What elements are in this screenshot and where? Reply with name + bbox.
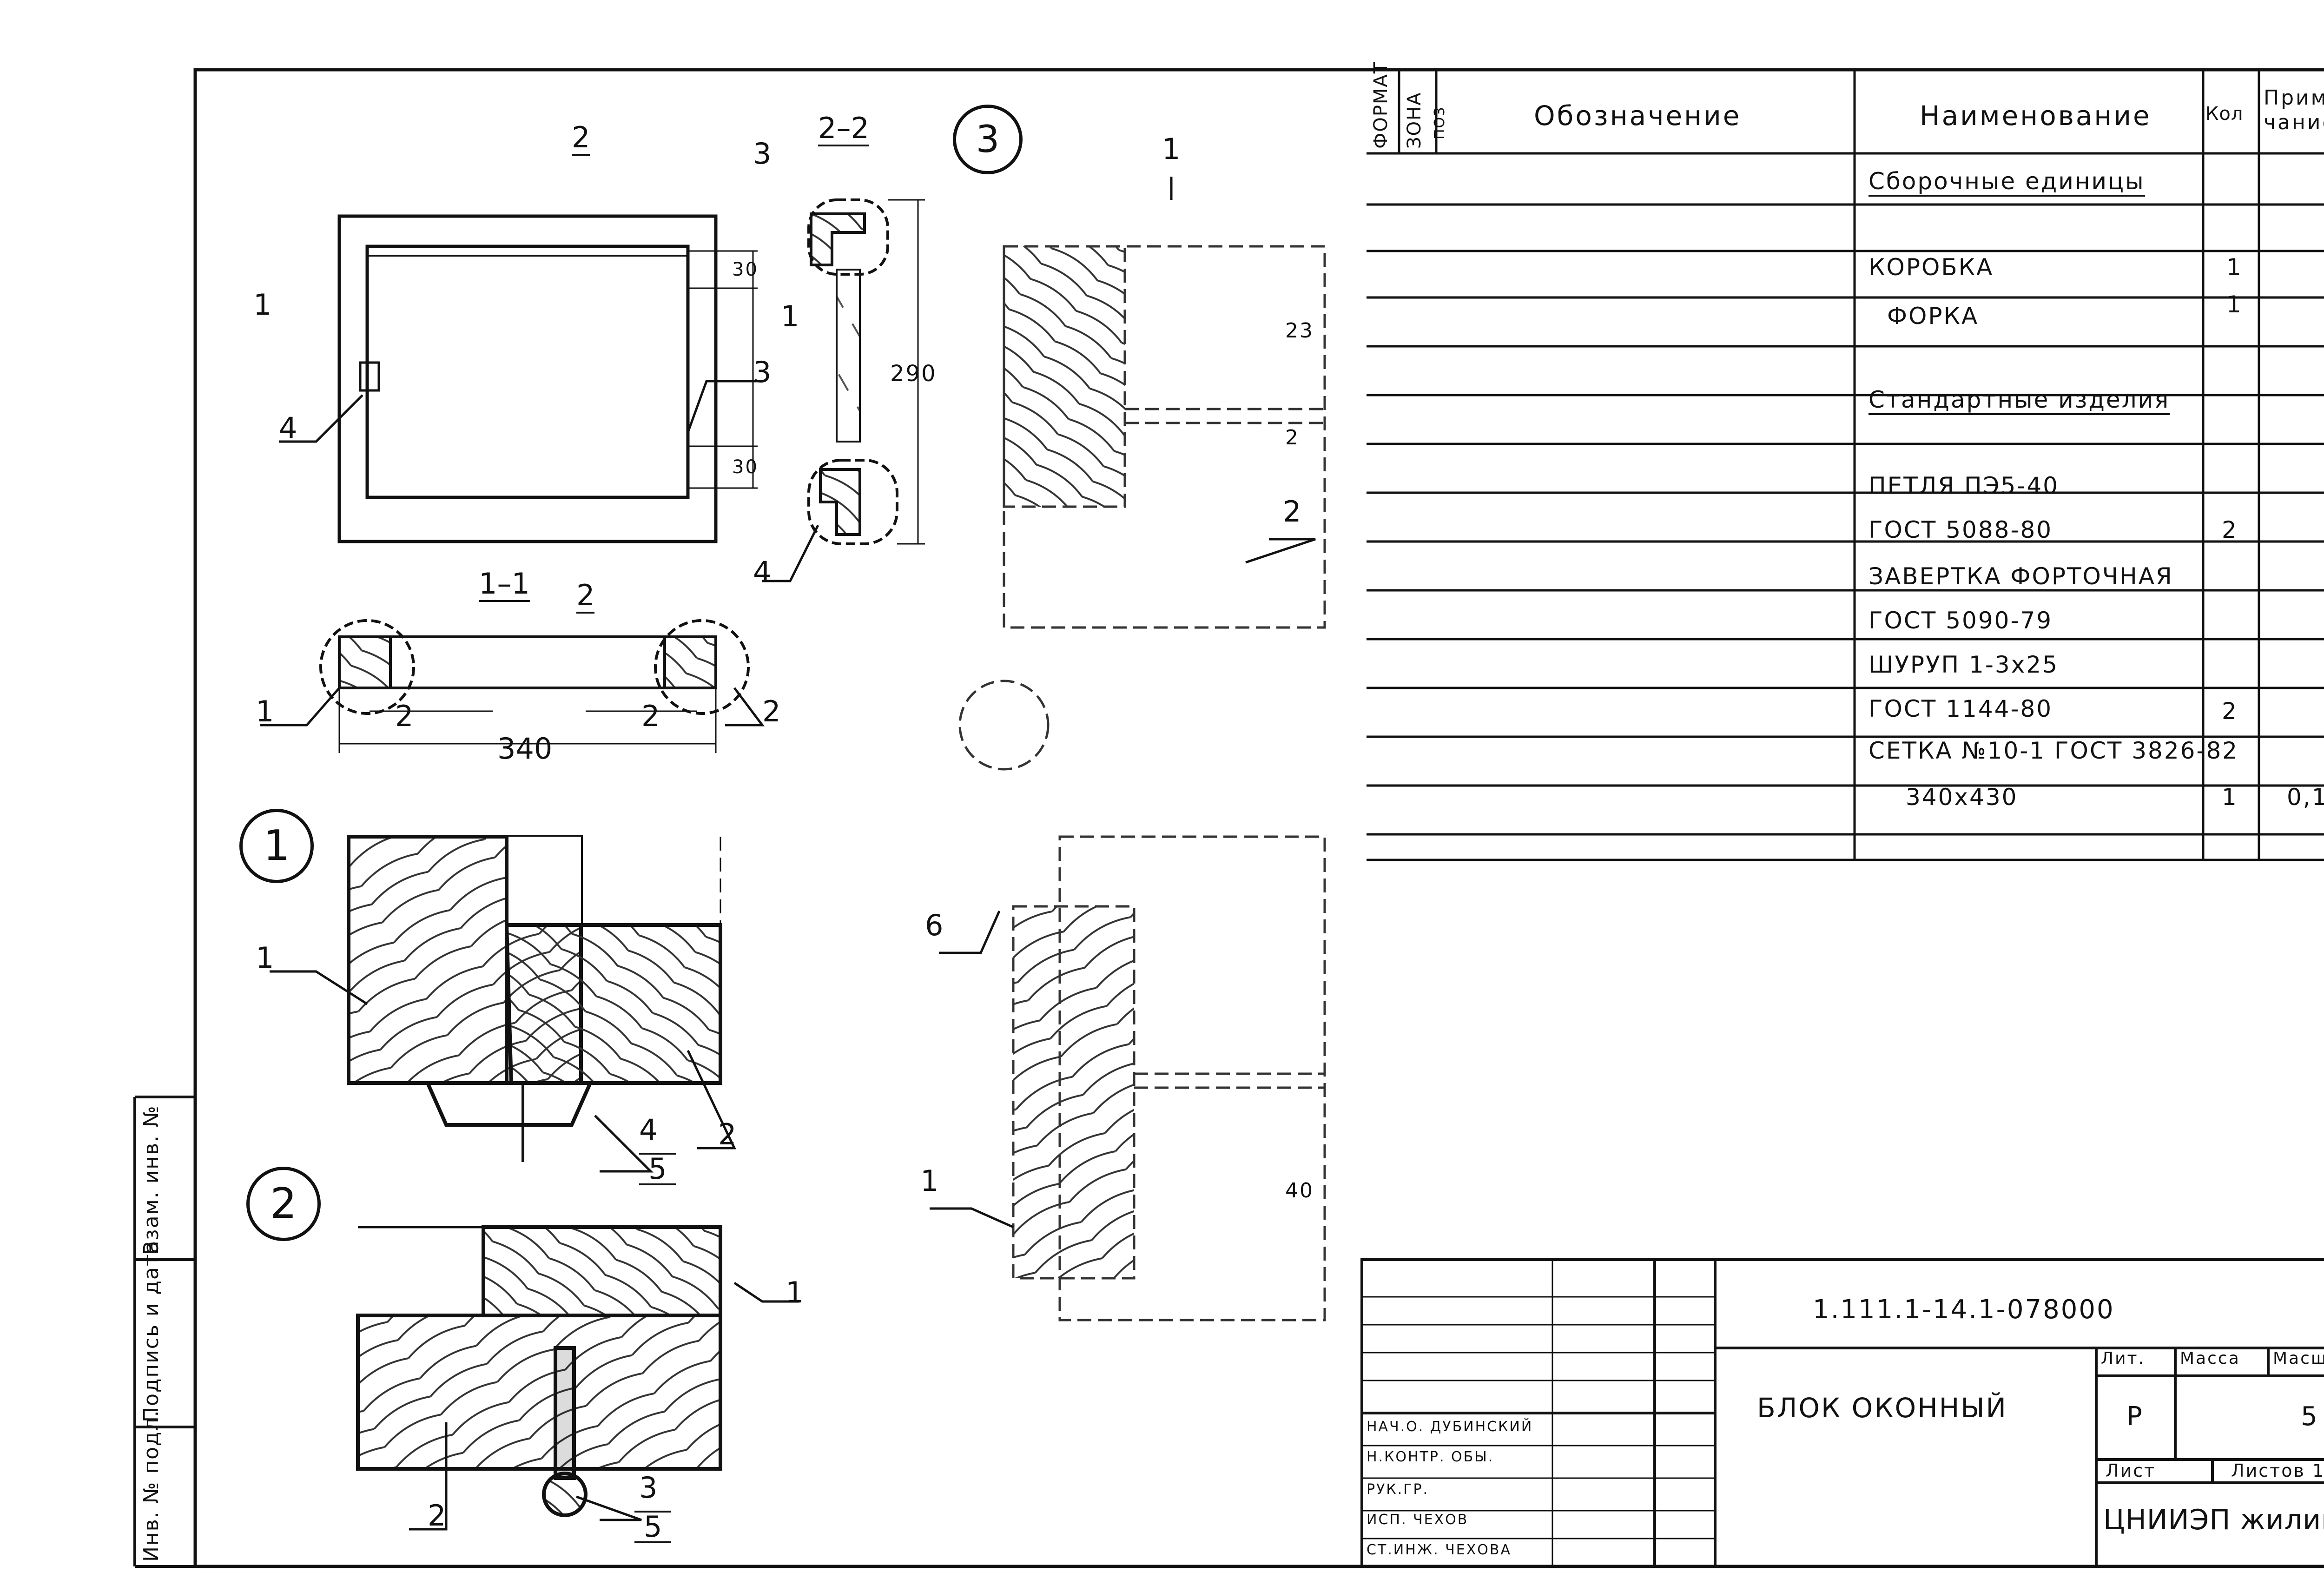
pos-3-detail2: 3 — [639, 1471, 658, 1505]
spec-header-designation: Обозначение — [1534, 100, 1742, 132]
pos-2-section11: 2 — [762, 694, 781, 728]
dim-340: 340 — [497, 732, 553, 766]
title-block-sheets-label: Листов 1 — [2231, 1460, 2324, 1481]
spec-row-qty: 1 — [2222, 784, 2238, 811]
spec-row-name: ГОСТ 5088-80 — [1868, 516, 2053, 543]
pos-3-elevation: 3 — [753, 355, 772, 389]
dim-290: 290 — [890, 361, 937, 387]
dim-2-left: 2 — [395, 699, 414, 733]
detail-1 — [347, 835, 722, 1162]
pos-2-detail1: 2 — [718, 1117, 737, 1151]
spec-header-zone: ЗОНА — [1404, 92, 1425, 149]
spec-row-name: ГОСТ 5090-79 — [1868, 607, 2053, 634]
section-2-2 — [807, 198, 925, 545]
pos-1-detail3-bottom: 1 — [920, 1164, 939, 1198]
spec-row-name: ШУРУП 1-3х25 — [1868, 651, 2059, 678]
spec-row-name: ПЕТЛЯ ПЭ5-40 — [1868, 472, 2059, 499]
pos-2-detail2: 2 — [428, 1499, 446, 1533]
dim-40: 40 — [1285, 1179, 1314, 1202]
pos-5-detail2: 5 — [634, 1511, 672, 1543]
title-block-mass-label: Масса — [2180, 1349, 2240, 1368]
pos-5-detail1: 5 — [639, 1153, 676, 1185]
margin-original-inv: Инв. № подл. — [139, 1409, 163, 1562]
detail-2 — [356, 1225, 722, 1517]
section-label-1-1: 1–1 — [479, 569, 530, 602]
pos-1-detail2: 1 — [786, 1275, 804, 1309]
spec-table-grid — [1367, 70, 2324, 861]
title-block-scale-label: Масштаб — [2273, 1349, 2324, 1368]
title-block-product: БЛОК ОКОННЫЙ — [1757, 1392, 2007, 1424]
section-mark-2-bottom: 2 — [576, 581, 595, 614]
signature-row: РУК.ГР. — [1367, 1481, 1429, 1498]
title-block-lit-label: Лит. — [2101, 1349, 2145, 1368]
pos-2-detail3: 2 — [1283, 495, 1301, 528]
section-1-1 — [319, 619, 750, 753]
section-mark-1-right: 1 — [781, 299, 799, 333]
signature-row: ИСП. ЧЕХОВ — [1367, 1512, 1469, 1528]
spec-row-name: СЕТКА №10-1 ГОСТ 3826-82 — [1868, 737, 2239, 764]
spec-header-pos: ПОЗ — [1432, 106, 1448, 139]
spec-row-qty: 2 — [2222, 516, 2238, 543]
callout-2: 2 — [246, 1167, 321, 1241]
spec-header-qty: Кол — [2205, 103, 2244, 125]
title-block-organization: ЦНИИЭП жилища — [2103, 1504, 2324, 1536]
margin-replaced-inv: Взам. инв. № — [139, 1105, 163, 1255]
spec-row-qty: 2 — [2222, 698, 2238, 725]
spec-row-name: Стандартные изделия — [1868, 388, 2170, 415]
pos-6-detail3: 6 — [925, 908, 944, 942]
pos-1-section11: 1 — [256, 694, 274, 728]
margin-strip-lines — [133, 1096, 195, 1568]
spec-row-qty: 1 — [2226, 254, 2243, 281]
spec-row-name: КОРОБКА — [1868, 254, 1994, 281]
callout-3: 3 — [953, 105, 1023, 174]
spec-row-name: ЗАВЕРТКА ФОРТОЧНАЯ — [1868, 563, 2173, 590]
spec-header-note: Приме- чание — [2264, 86, 2324, 134]
section-mark-2-top: 2 — [572, 123, 590, 156]
title-block-code: 1.111.1-14.1-078000 — [1813, 1295, 2115, 1325]
spec-header-name: Наименование — [1920, 100, 2152, 132]
margin-signature-date: Подпись и дата — [139, 1240, 163, 1422]
dim-2-detail3: 2 — [1285, 426, 1300, 449]
dim-23: 23 — [1285, 319, 1314, 343]
title-block-sheet-label: Лист — [2106, 1460, 2156, 1481]
signature-row: СТ.ИНЖ. ЧЕХОВА — [1367, 1542, 1512, 1558]
spec-row-note: 0,18 — [2287, 784, 2324, 811]
dim-30-bottom: 30 — [732, 456, 759, 478]
section-mark-1-left: 1 — [253, 288, 272, 322]
spec-row-name: 340х430 — [1906, 784, 2018, 811]
signature-row: Н.КОНТР. ОБЫ. — [1367, 1449, 1494, 1465]
window-elevation — [337, 214, 758, 543]
sheet-frame — [193, 68, 2324, 1568]
title-block-grid — [1360, 1258, 2324, 1568]
section-label-2-2: 2–2 — [818, 114, 869, 146]
title-block-lit-value: Р — [2126, 1401, 2144, 1432]
title-block-scale-value: 5 — [2301, 1401, 2319, 1432]
pos-3-section: 3 — [753, 137, 772, 171]
leader-lines — [260, 177, 1316, 1531]
spec-header-format: ФОРМАТ — [1370, 61, 1392, 149]
detail-3 — [958, 245, 1326, 1321]
pos-4-section: 4 — [753, 555, 772, 589]
callout-1: 1 — [239, 809, 314, 883]
signature-row: НАЧ.О. ДУБИНСКИЙ — [1367, 1419, 1533, 1435]
pos-1-detail3-top: 1 — [1162, 132, 1181, 166]
spec-row-name: ФОРКА — [1887, 303, 1979, 330]
spec-row-name: Сборочные единицы — [1868, 170, 2145, 197]
dim-2-right: 2 — [641, 699, 660, 733]
spec-row-qty: 1 — [2226, 291, 2243, 318]
pos-4-elevation: 4 — [279, 411, 297, 445]
spec-row-name: ГОСТ 1144-80 — [1868, 695, 2053, 722]
dim-30-top: 30 — [732, 259, 759, 280]
pos-4-detail1: 4 — [639, 1113, 658, 1147]
pos-1-detail1: 1 — [256, 941, 274, 975]
